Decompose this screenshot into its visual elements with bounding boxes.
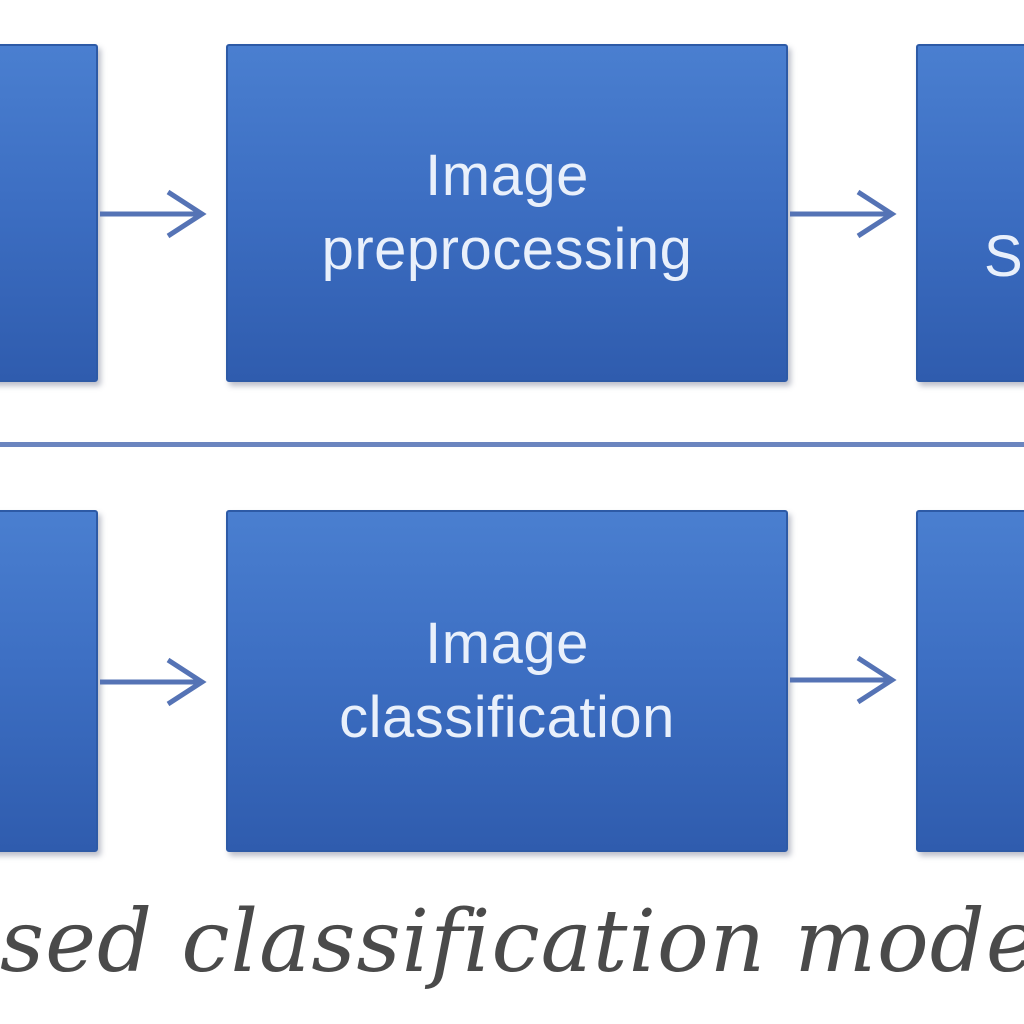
row2-box-left <box>0 510 98 852</box>
row1-arrow-right <box>790 189 897 239</box>
row1-box-label: Image preprocessing <box>321 142 693 282</box>
row2-box-label: Image classification <box>339 610 675 750</box>
row1-box-right: S <box>916 44 1024 382</box>
row1-box-left <box>0 44 98 382</box>
row1-box-right-label: S <box>984 224 1023 289</box>
row2-box-right <box>916 510 1024 852</box>
row2-arrow-left <box>100 657 207 707</box>
row1-arrow-left <box>100 189 207 239</box>
figure-caption: sed classification model genera <box>0 892 1024 992</box>
row2-arrow-right <box>790 655 897 705</box>
row2-box-image-classification: Image classification <box>226 510 788 852</box>
row-divider <box>0 442 1024 447</box>
row1-box-image-preprocessing: Image preprocessing <box>226 44 788 382</box>
